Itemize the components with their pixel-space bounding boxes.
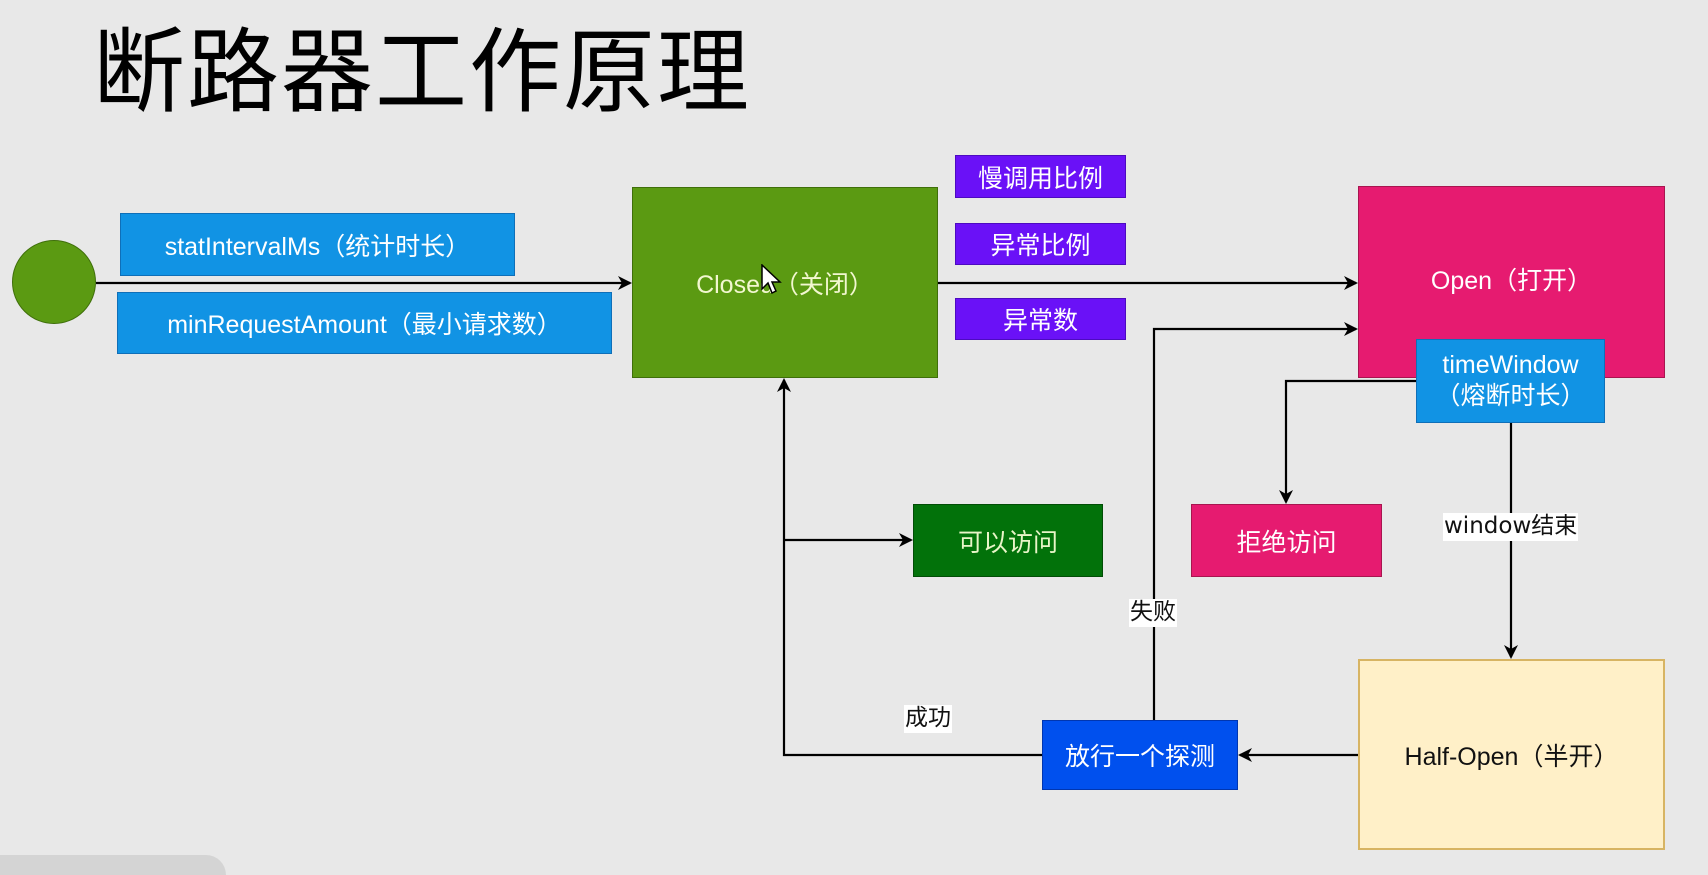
error-ratio-node[interactable]: 异常比例 <box>955 223 1126 265</box>
start-node[interactable] <box>12 240 96 324</box>
open-state-label: Open（打开） <box>1430 267 1593 295</box>
page-title: 断路器工作原理 <box>93 19 752 126</box>
time-window-node[interactable]: timeWindow （熔断时长） <box>1416 339 1605 423</box>
half-open-state-node[interactable]: Half-Open（半开） <box>1358 659 1665 850</box>
error-count-node[interactable]: 异常数 <box>955 298 1126 340</box>
mouse-pointer-icon <box>761 264 782 295</box>
fail-label: 失败 <box>1129 599 1177 627</box>
stat-interval-label: statIntervalMs（统计时长） <box>164 232 471 261</box>
stat-interval-node[interactable]: statIntervalMs（统计时长） <box>120 213 515 276</box>
min-request-label: minRequestAmount（最小请求数） <box>167 311 562 339</box>
reject-access-label: 拒绝访问 <box>1236 528 1337 557</box>
probe-node[interactable]: 放行一个探测 <box>1042 720 1238 790</box>
time-window-label: timeWindow <box>1442 350 1579 379</box>
allow-access-label: 可以访问 <box>957 528 1058 557</box>
edge-probe-closed-success <box>777 378 1042 757</box>
window-end-label: window结束 <box>1443 513 1579 541</box>
slow-ratio-node[interactable]: 慢调用比例 <box>955 155 1126 198</box>
half-open-state-label: Half-Open（半开） <box>1404 742 1619 771</box>
error-count-label: 异常数 <box>1002 307 1078 335</box>
closed-state-label: Closed（关闭） <box>696 270 874 299</box>
slow-ratio-label: 慢调用比例 <box>977 164 1103 193</box>
probe-label: 放行一个探测 <box>1064 743 1215 771</box>
allow-access-node[interactable]: 可以访问 <box>913 504 1103 577</box>
success-label: 成功 <box>904 705 952 733</box>
edge-probe-open-fail <box>1152 322 1358 720</box>
edge-timewindow-reject <box>1279 379 1416 504</box>
reject-access-node[interactable]: 拒绝访问 <box>1191 504 1382 577</box>
time-window-sublabel: （熔断时长） <box>1435 382 1586 410</box>
min-request-node[interactable]: minRequestAmount（最小请求数） <box>117 292 612 354</box>
bottom-tray <box>0 855 226 875</box>
closed-state-node[interactable]: Closed（关闭） <box>632 187 938 378</box>
error-ratio-label: 异常比例 <box>990 232 1091 260</box>
